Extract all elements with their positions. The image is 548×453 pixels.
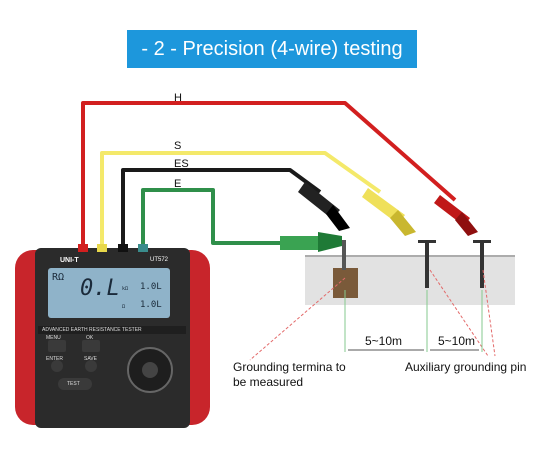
test-button — [58, 378, 92, 390]
wire-h — [81, 101, 457, 250]
terminal-s — [97, 244, 107, 252]
enter-button-label: ENTER — [46, 356, 63, 362]
lcd-main: 0.L — [80, 276, 120, 301]
terminal-e — [138, 244, 148, 252]
wire-label-e: E — [174, 178, 182, 190]
clamp-icon — [280, 232, 342, 252]
ok-button-label: OK — [86, 335, 94, 341]
clamp-icon — [434, 195, 478, 236]
measure-line — [482, 269, 496, 357]
measure-line — [249, 277, 346, 361]
lcd-screen — [48, 268, 170, 318]
arrow-up-icon — [51, 360, 63, 372]
ground-pin-icon — [473, 240, 491, 288]
wire-es — [121, 168, 322, 250]
terminal-label-line1: Grounding termina to — [233, 360, 346, 374]
brand-logo: UNI-T — [60, 257, 79, 264]
lcd-side-2: 1.0L — [140, 300, 162, 310]
ground-pin-icon — [418, 240, 436, 288]
wire-label-h: H — [174, 92, 182, 104]
test-button-label: TEST — [67, 381, 80, 387]
clamp-icon — [298, 182, 350, 231]
measure-line — [429, 269, 489, 357]
lcd-unit-1: kΩ — [122, 286, 129, 292]
clamp-icon — [362, 188, 416, 236]
panel-label: ADVANCED EARTH RESISTANCE TESTER — [42, 327, 142, 333]
title-banner: - 2 - Precision (4-wire) testing — [127, 30, 417, 68]
lcd-unit-2: Ω — [122, 304, 126, 310]
model-label: UT572 — [150, 257, 169, 263]
menu-button-label: MENU — [46, 335, 61, 341]
lcd-left: RΩ — [52, 272, 65, 283]
spacing-label-1: 5~10m — [365, 334, 403, 348]
arrow-down-icon — [85, 360, 97, 372]
wire-label-s: S — [174, 140, 182, 152]
wire-label-es: ES — [174, 158, 189, 170]
earth-resistance-tester — [15, 248, 210, 428]
grounding-terminal-post — [342, 240, 346, 270]
save-button-label: SAVE — [84, 356, 97, 362]
spacing-label-2: 5~10m — [438, 334, 476, 348]
terminal-es — [118, 244, 128, 252]
lcd-side-1: 1.0L — [140, 282, 162, 292]
auxiliary-label: Auxiliary grounding pin — [405, 360, 527, 374]
wire-e — [141, 188, 290, 250]
wire-s — [100, 151, 382, 250]
terminal-h — [78, 244, 88, 252]
terminal-label-line2: be measured — [233, 375, 304, 389]
